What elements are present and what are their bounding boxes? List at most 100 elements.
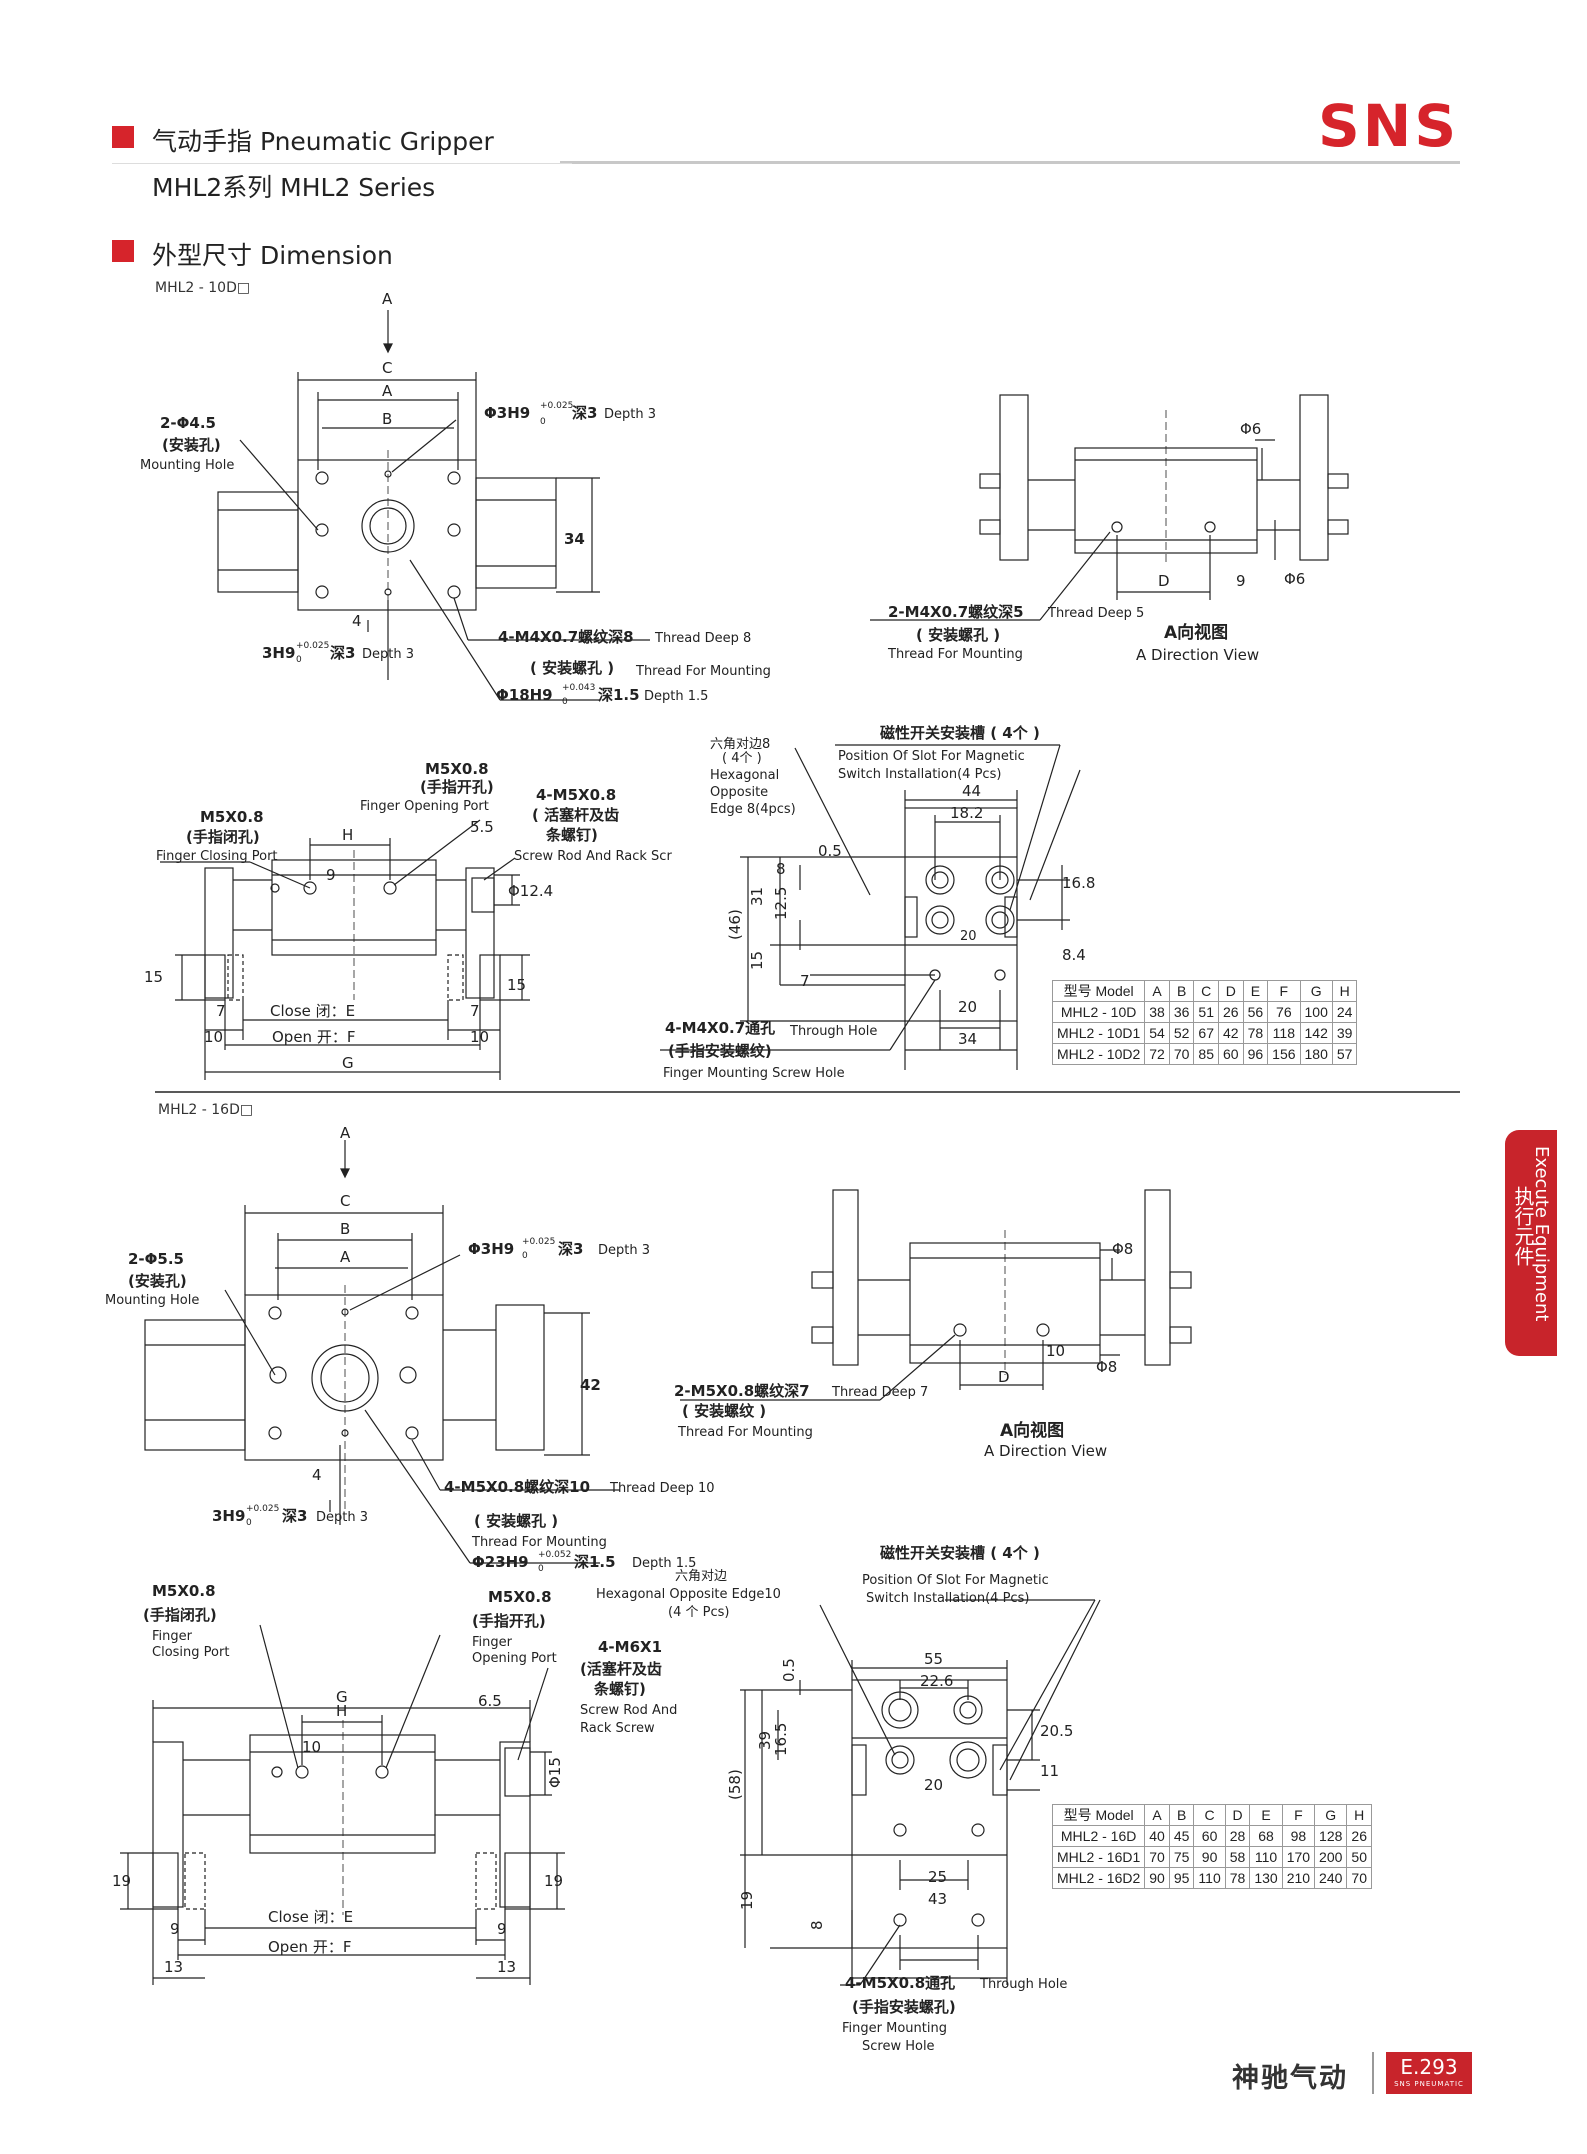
top-view-10 <box>217 310 650 701</box>
table-header-cell: A <box>1144 1804 1170 1826</box>
bore-tol0-16-label: 0 <box>522 1251 528 1261</box>
table-header-cell: D <box>1224 1804 1251 1826</box>
end-view-16 <box>740 1599 1101 1986</box>
bore-tol-label: +0.025 <box>540 401 573 411</box>
screw-cn2-16-label: 条螺钉) <box>593 1680 646 1698</box>
close-cn-label: (手指闭孔) <box>186 828 260 846</box>
table-cell: 70 <box>1346 1867 1372 1889</box>
side-thread-16-label: 2-M5X0.8螺纹深7 <box>674 1382 810 1400</box>
table-header-cell: C <box>1193 1804 1226 1826</box>
close-cn-16-label: (手指闭孔) <box>143 1606 217 1624</box>
pin-spec-label: 3H9 <box>262 644 295 662</box>
bore-depth-en-label: Depth 3 <box>604 407 656 422</box>
hex-cn-label: 六角对边8 <box>710 737 770 752</box>
dim-58-label: (58) <box>726 1769 744 1800</box>
table-header-cell: 型号 Model <box>1051 1804 1146 1826</box>
footer-divider <box>1372 2052 1374 2094</box>
counter-tol-label: +0.043 <box>562 683 595 693</box>
table-cell: 130 <box>1249 1867 1283 1889</box>
through-label: 4-M4X0.7通孔 <box>665 1019 775 1037</box>
table-cell: 54 <box>1144 1022 1170 1044</box>
dim-16.8-label: 16.8 <box>1062 874 1095 892</box>
side-thread-en-16-label: Thread Deep 7 <box>831 1385 928 1400</box>
arrow-a-label: A <box>382 290 393 308</box>
table-cell: 75 <box>1168 1846 1195 1868</box>
side-view-16-labels: Φ8 Φ8 D 10 2-M5X0.8螺纹深7 Thread Deep 7 ( … <box>674 1240 1133 1460</box>
through-16-label: 4-M5X0.8通孔 <box>845 1974 955 1992</box>
dim-4-label: 4 <box>352 612 362 630</box>
screw-en1-16-label: Screw Rod And <box>580 1703 677 1718</box>
thread-spec-label: 4-M4X0.7螺纹深8 <box>498 628 634 646</box>
table-cell: 70 <box>1144 1846 1170 1868</box>
open-port-label: M5X0.8 <box>425 760 489 778</box>
hex-pcs-16-label: (4 个 Pcs) <box>668 1605 729 1620</box>
hex-pcs-label: ( 4个 ) <box>722 751 762 766</box>
pin-tol0-label: 0 <box>296 655 302 665</box>
table-header-cell: H <box>1331 980 1358 1002</box>
thread-mount-label: Thread For Mounting <box>635 664 771 679</box>
dim-11-label: 11 <box>1040 1762 1059 1780</box>
series-title: MHL2系列 MHL2 Series <box>152 173 436 202</box>
dim-7-left-label: 7 <box>216 1002 226 1020</box>
table-cell: 58 <box>1224 1846 1251 1868</box>
side-thread-cn-16-label: ( 安装螺纹 ) <box>682 1402 766 1420</box>
phi6-top-label: Φ6 <box>1240 420 1261 438</box>
dim-d-label: D <box>1158 572 1170 590</box>
dim-7-end-label: 7 <box>800 972 810 990</box>
counter-depth-label: 深1.5 <box>598 686 640 704</box>
dim-16.5-label: 16.5 <box>772 1723 790 1756</box>
footer-company: 神驰气动 <box>1232 2063 1348 2094</box>
table-cell: 95 <box>1168 1867 1195 1889</box>
dim-10-front-label: 10 <box>302 1738 321 1756</box>
dim-19-right-label: 19 <box>544 1872 563 1890</box>
phi8-bottom-label: Φ8 <box>1096 1358 1117 1376</box>
hole-cn-16-label: (安装孔) <box>128 1272 187 1290</box>
counter-tol0-16-label: 0 <box>538 1564 544 1574</box>
slot-en2-16-label: Switch Installation(4 Pcs) <box>866 1591 1029 1606</box>
dim-15-right-label: 15 <box>507 976 526 994</box>
table-cell: 98 <box>1281 1825 1316 1847</box>
table-cell: 240 <box>1314 1867 1348 1889</box>
front-view-16-labels: M5X0.8 (手指闭孔) Finger Closing Port M5X0.8… <box>112 1582 677 1976</box>
table-cell: 60 <box>1218 1043 1244 1065</box>
table-cell: 96 <box>1242 1043 1269 1065</box>
side-view-16 <box>680 1189 1192 1401</box>
dim-34-label: 34 <box>564 530 585 548</box>
table-cell: 90 <box>1193 1846 1226 1868</box>
table-header-cell: 型号 Model <box>1051 980 1146 1002</box>
counter-tol0-label: 0 <box>562 697 568 707</box>
table-cell: 142 <box>1299 1022 1333 1044</box>
through-cn-16-label: (手指安装螺孔) <box>852 1998 956 2016</box>
dim-43-label: 43 <box>928 1890 947 1908</box>
side-tab-chinese: 执行元件 <box>1511 1186 1535 1266</box>
dim-46-label: (46) <box>726 909 744 940</box>
side-thread-mount-16-label: Thread For Mounting <box>677 1425 813 1440</box>
dim-10-right-label: 10 <box>470 1028 489 1046</box>
section-square-icon <box>112 240 134 262</box>
dim-0.5-16-label: 0.5 <box>780 1658 798 1682</box>
title-square-icon <box>112 126 134 148</box>
thread-en-label: Thread Deep 8 <box>654 631 751 646</box>
front-view-10-labels: M5X0.8 (手指闭孔) Finger Closing Port M5X0.8… <box>144 760 672 1072</box>
open-en2-16-label: Opening Port <box>472 1651 557 1666</box>
phi8-top-label: Φ8 <box>1112 1240 1133 1258</box>
pin-depth-en-label: Depth 3 <box>362 647 414 662</box>
dim-34-end-label: 34 <box>958 1030 977 1048</box>
side-view-10-labels: Φ6 Φ6 D 9 2-M4X0.7螺纹深5 Thread Deep 5 ( 安… <box>887 420 1305 664</box>
table-cell: 50 <box>1346 1846 1372 1868</box>
hex-cn-16-label: 六角对边 <box>675 1569 727 1584</box>
dim-20-inner-label: 20 <box>960 929 977 944</box>
view-en-label: A Direction View <box>1136 646 1259 664</box>
dim-15-end-label: 15 <box>748 951 766 970</box>
phi12.4-label: Φ12.4 <box>508 882 553 900</box>
close-en-label: Finger Closing Port <box>156 849 278 864</box>
top-view-16-labels: A C B A 2-Φ5.5 (安装孔) Mounting Hole Φ3H9 … <box>105 1124 715 1574</box>
table-cell: 200 <box>1314 1846 1348 1868</box>
top-view-10-labels: A C A B 2-Φ4.5 (安装孔) Mounting Hole Φ3H9 … <box>140 290 771 707</box>
arrow-a-16-label: A <box>340 1124 351 1142</box>
hole-en-16-label: Mounting Hole <box>105 1293 199 1308</box>
